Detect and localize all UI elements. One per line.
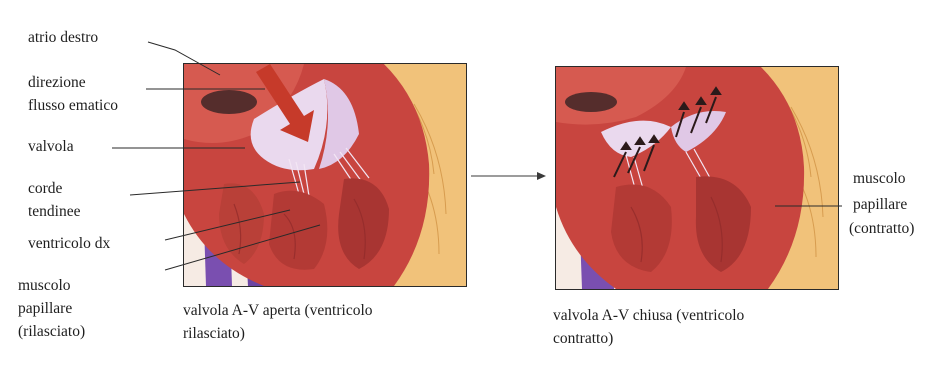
label-muscolo-con-line1: muscolo [853, 168, 906, 189]
label-muscolo-ril-line3: (rilasciato) [18, 321, 85, 342]
label-muscolo-con-line2: papillare [853, 194, 907, 215]
caption-right-line2: contratto) [553, 328, 613, 349]
caption-left-line1: valvola A-V aperta (ventricolo [183, 300, 373, 321]
label-muscolo-ril-line1: muscolo [18, 275, 71, 296]
label-direzione-line1: direzione [28, 72, 86, 93]
label-muscolo-con-line3: (contratto) [849, 218, 914, 239]
caption-right-line1: valvola A-V chiusa (ventricolo [553, 305, 744, 326]
label-corde-line1: corde [28, 178, 62, 199]
caption-left-line2: rilasciato) [183, 323, 245, 344]
label-direzione-line2: flusso ematico [28, 95, 118, 116]
label-ventricolo-dx: ventricolo dx [28, 233, 110, 254]
label-atrio-destro: atrio destro [28, 27, 98, 48]
label-valvola: valvola [28, 136, 74, 157]
label-muscolo-ril-line2: papillare [18, 298, 72, 319]
label-corde-line2: tendinee [28, 201, 81, 222]
